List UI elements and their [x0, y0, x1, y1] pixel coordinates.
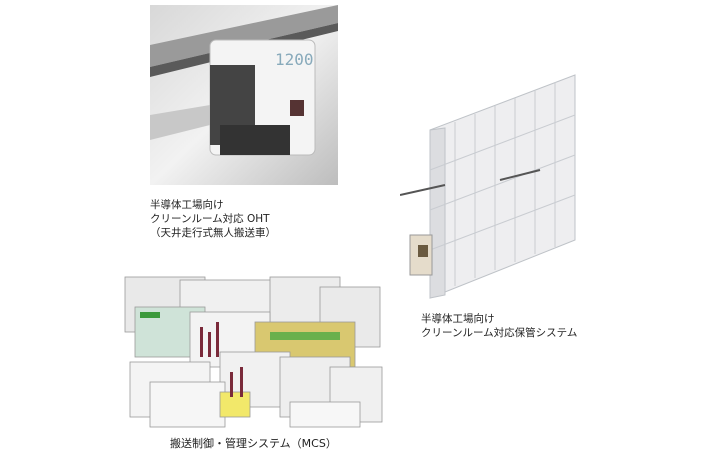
oht-caption-line3: （天井走行式無人搬送車）: [150, 227, 276, 239]
mcs-screens-collage: [120, 272, 386, 432]
mcs-caption: 搬送制御・管理システム（MCS）: [170, 437, 337, 450]
stocker-caption-line1: 半導体工場向け: [421, 313, 495, 325]
stocker-caption-line2: クリーンルーム対応保管システム: [421, 327, 578, 339]
stocker-caption: 半導体工場向け クリーンルーム対応保管システム: [421, 312, 577, 340]
oht-caption-line1: 半導体工場向け: [150, 199, 224, 211]
oht-unit-number: 1200: [275, 50, 314, 69]
stocker-photo: [399, 70, 580, 302]
oht-caption-line2: クリーンルーム対応 OHT: [150, 213, 270, 225]
oht-photo: 1200: [150, 5, 338, 185]
oht-caption: 半導体工場向け クリーンルーム対応 OHT （天井走行式無人搬送車）: [150, 198, 276, 240]
